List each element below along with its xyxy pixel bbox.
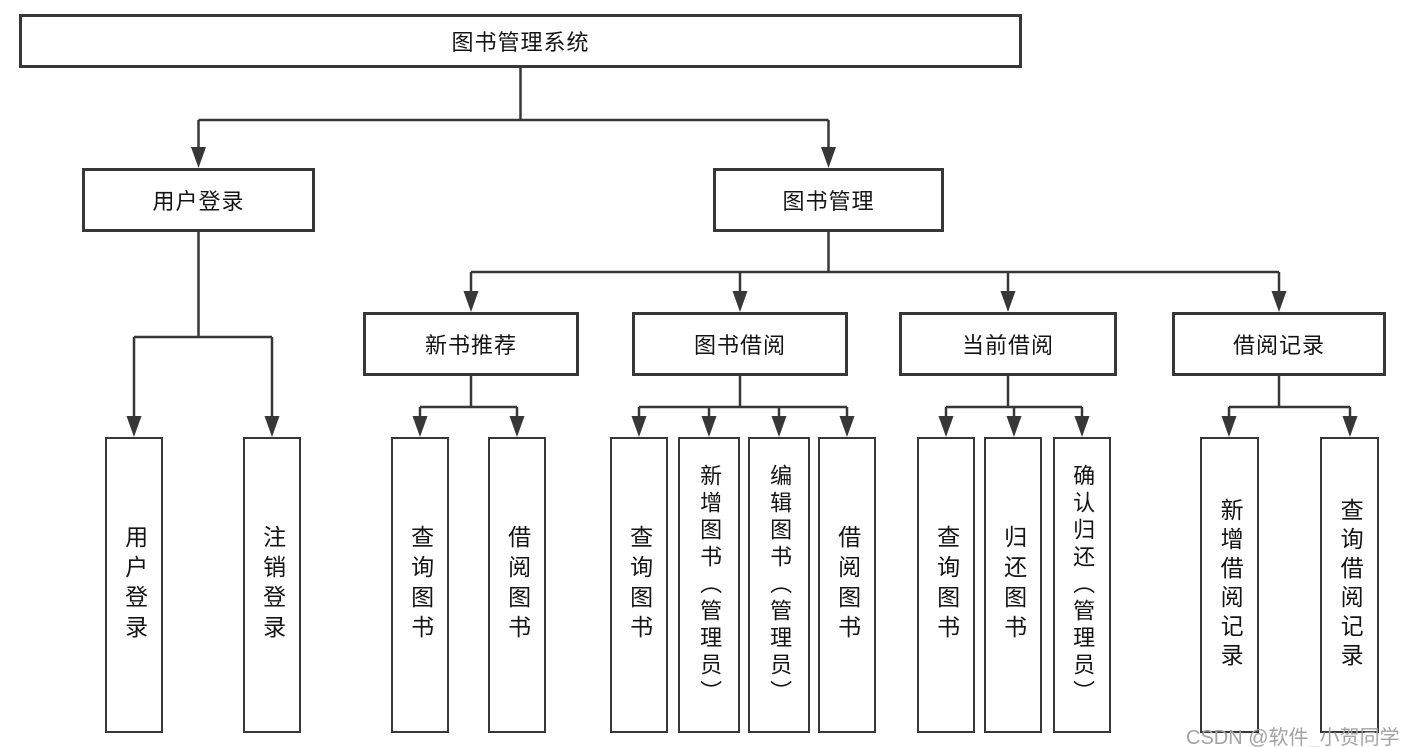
leaf-label: 查询借阅记录 (1337, 498, 1364, 672)
node-book-management-label: 图书管理 (782, 189, 875, 214)
node-user-login: 用户登录 (82, 168, 315, 232)
leaf-label: 新增借阅记录 (1217, 498, 1244, 672)
node-book-borrow-label: 图书借阅 (693, 333, 786, 358)
leaf-label: 归还图书 (1000, 525, 1027, 645)
leaf-label: 借阅图书 (504, 525, 531, 645)
leaf-query-books-recommend: 查询图书 (391, 437, 449, 733)
leaf-add-books-admin: 新增图书（管理员） (678, 437, 740, 733)
node-current-borrow-label: 当前借阅 (961, 333, 1054, 358)
arrowheads (126, 147, 1358, 437)
leaf-label: 新增图书（管理员） (697, 463, 723, 707)
node-book-borrow: 图书借阅 (632, 312, 848, 376)
node-root-label: 图书管理系统 (451, 30, 590, 55)
node-book-management: 图书管理 (713, 168, 944, 232)
leaf-label: 确认归还（管理员） (1070, 463, 1096, 707)
leaf-label: 用户登录 (121, 525, 148, 645)
leaf-label: 编辑图书（管理员） (767, 463, 793, 707)
leaf-query-borrow-record: 查询借阅记录 (1320, 437, 1379, 733)
leaf-query-books-borrow: 查询图书 (610, 437, 668, 733)
node-new-book-recommend: 新书推荐 (363, 312, 579, 376)
node-root: 图书管理系统 (19, 14, 1022, 68)
node-new-book-recommend-label: 新书推荐 (424, 333, 517, 358)
leaf-edit-books-admin: 编辑图书（管理员） (748, 437, 810, 733)
node-borrow-records-label: 借阅记录 (1232, 333, 1325, 358)
leaf-user-login: 用户登录 (105, 437, 163, 733)
leaf-return-books: 归还图书 (984, 437, 1042, 733)
leaf-label: 查询图书 (933, 525, 960, 645)
leaf-query-books-current: 查询图书 (917, 437, 975, 733)
leaf-label: 借阅图书 (834, 525, 861, 645)
leaf-logout: 注销登录 (243, 437, 301, 733)
leaf-label: 查询图书 (626, 525, 653, 645)
leaf-borrow-books: 借阅图书 (818, 437, 876, 733)
leaf-label: 查询图书 (407, 525, 434, 645)
leaf-add-borrow-record: 新增借阅记录 (1200, 437, 1259, 733)
node-user-login-label: 用户登录 (152, 189, 245, 214)
node-current-borrow: 当前借阅 (899, 312, 1117, 376)
leaf-label: 注销登录 (259, 525, 286, 645)
leaf-confirm-return-admin: 确认归还（管理员） (1053, 437, 1111, 733)
node-borrow-records: 借阅记录 (1172, 312, 1386, 376)
leaf-borrow-books-recommend: 借阅图书 (488, 437, 546, 733)
watermark: CSDN @软件_小贺同学 (1186, 727, 1400, 747)
